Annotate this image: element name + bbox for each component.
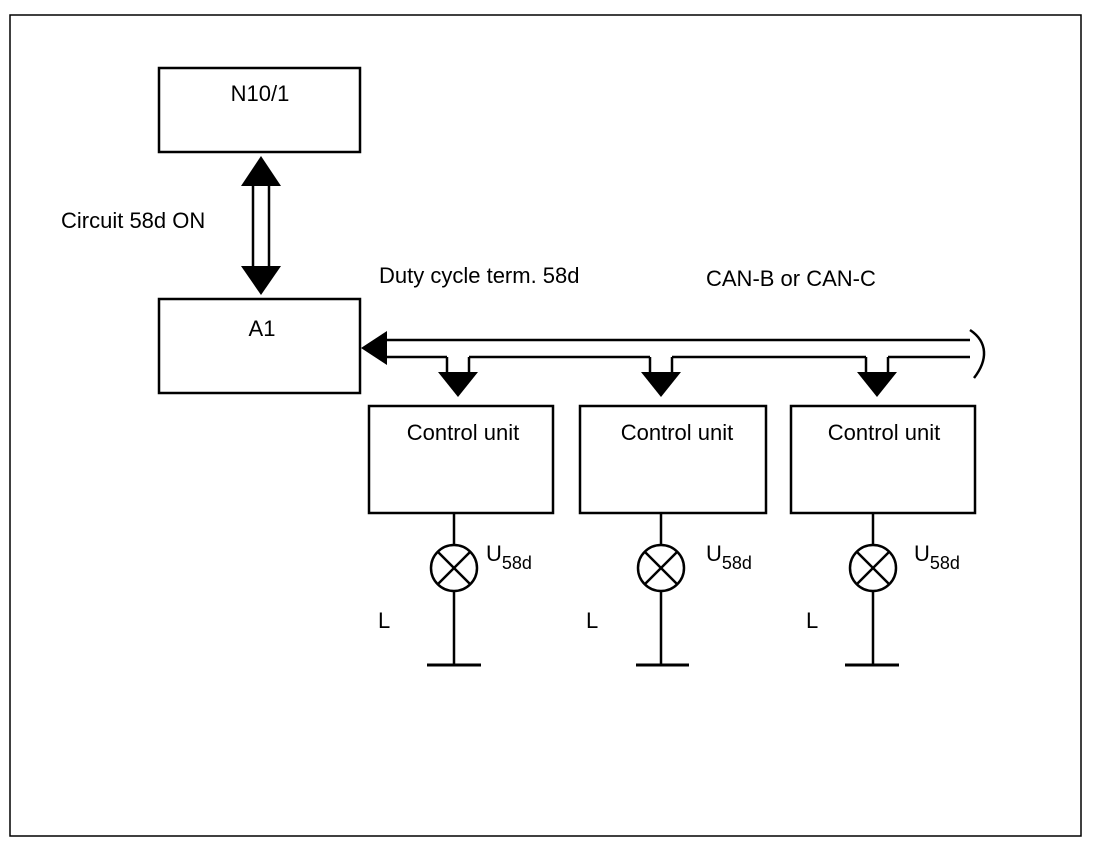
svg-text:U58d: U58d: [706, 541, 752, 573]
n10-1-label: N10/1: [231, 81, 290, 106]
lamp-2-ground-label: L: [586, 608, 598, 633]
lamp-3-sub: 58d: [930, 553, 960, 573]
lamp-3-ground-label: L: [806, 608, 818, 633]
control-unit-2-label: Control unit: [621, 420, 734, 445]
svg-text:U58d: U58d: [486, 541, 532, 573]
bus-continuation-mark: [969, 328, 986, 379]
lamp-3-symbol: U: [914, 541, 930, 566]
bidirectional-arrow: [241, 156, 281, 295]
control-unit-2: Control unit U58d L: [578, 404, 768, 667]
circuit-label: Circuit 58d ON: [61, 208, 205, 233]
control-unit-3: Control unit U58d L: [789, 404, 977, 667]
a1-box: [157, 297, 362, 395]
control-unit-3-label: Control unit: [828, 420, 941, 445]
lamp-2-sub: 58d: [722, 553, 752, 573]
lamp-3-icon: [848, 543, 898, 593]
lamp-1-symbol: U: [486, 541, 502, 566]
diagram-frame: [9, 14, 1082, 837]
lamp-2-icon: [636, 543, 686, 593]
svg-text:U58d: U58d: [914, 541, 960, 573]
lamp-1-sub: 58d: [502, 553, 532, 573]
a1-label: A1: [249, 316, 276, 341]
bus-label: CAN-B or CAN-C: [706, 266, 876, 291]
can-bus: [361, 328, 986, 397]
lamp-2-symbol: U: [706, 541, 722, 566]
duty-cycle-label: Duty cycle term. 58d: [379, 263, 580, 288]
control-unit-1-label: Control unit: [407, 420, 520, 445]
control-unit-1: Control unit U58d L: [367, 404, 555, 667]
n10-1-box: [157, 66, 362, 154]
lamp-1-icon: [429, 543, 479, 593]
lamp-1-ground-label: L: [378, 608, 390, 633]
